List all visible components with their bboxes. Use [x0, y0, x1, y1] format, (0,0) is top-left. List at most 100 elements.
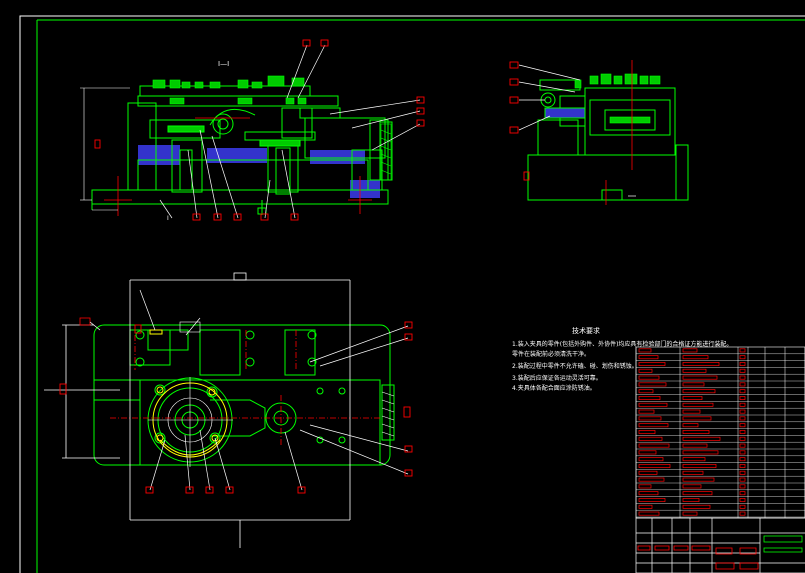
parts-list-qty-2: [739, 362, 746, 366]
parts-list-code-24: [638, 511, 660, 516]
plan-knurl: [381, 391, 395, 437]
parts-list-code-9: [638, 409, 655, 414]
side-centerlines: [605, 60, 633, 205]
parts-list-qty-14: [739, 443, 746, 448]
parts-list-qty-15: [739, 450, 746, 455]
technical-requirements: 技术要求 1.装入夹具的零件(包括外购件、外协件)均应具有检验部门的合格证方能进…: [512, 326, 732, 392]
parts-list-name-23: [682, 504, 711, 509]
parts-list-code-6: [638, 389, 654, 394]
parts-list-qty-12: [739, 430, 746, 434]
plan-white-parts: [148, 321, 233, 467]
parts-list-code-19: [638, 477, 665, 482]
front-top-details: [152, 75, 307, 105]
parts-list-name-11: [682, 423, 699, 428]
parts-list-qty-18: [739, 470, 746, 475]
parts-list-code-13: [638, 436, 663, 441]
parts-list-code-7: [638, 396, 661, 400]
parts-list-qty-8: [739, 402, 746, 407]
parts-list-qty-0: [739, 348, 746, 353]
parts-list-name-8: [682, 402, 714, 407]
parts-list-qty-22: [739, 498, 746, 502]
parts-list-qty-1: [739, 355, 746, 360]
parts-list-code-22: [638, 498, 666, 502]
tech-line-4: 3.装配后应保证各运动灵活可靠。: [512, 374, 602, 382]
parts-list-code-5: [638, 382, 667, 387]
parts-list-name-4: [682, 375, 718, 380]
tech-line-1: 1.装入夹具的零件(包括外购件、外协件)均应具有检验部门的合格证方能进行装配。: [512, 340, 732, 348]
front-balloons: [94, 39, 425, 221]
parts-list-qty-9: [739, 409, 746, 414]
parts-list-code-2: [638, 362, 666, 366]
parts-list-qty-3: [739, 368, 746, 373]
tech-line-5: 4.夹具体各配合面应涂防锈油。: [512, 384, 596, 392]
plan-centerlines: [110, 330, 380, 445]
parts-list-name-19: [682, 477, 715, 482]
parts-list-code-0: [638, 348, 652, 353]
parts-list-code-20: [638, 484, 652, 489]
parts-list-name-20: [682, 484, 702, 489]
parts-list-name-18: [682, 470, 704, 475]
inner-border: [36, 19, 805, 573]
parts-list-name-10: [682, 416, 712, 421]
front-centerlines: [104, 117, 372, 216]
parts-list-qty-17: [739, 464, 746, 468]
front-section-view: I—I: [80, 39, 425, 222]
side-outline: [527, 79, 689, 201]
parts-list-qty-5: [739, 382, 746, 387]
parts-list-qty-10: [739, 416, 746, 421]
parts-list-code-18: [638, 470, 658, 475]
parts-list-name-0: [682, 348, 698, 353]
drawing-frame: [19, 15, 805, 573]
parts-list-code-23: [638, 504, 653, 509]
parts-list-code-14: [638, 443, 670, 448]
section-label: I—I: [218, 60, 229, 68]
parts-list-name-5: [682, 382, 705, 387]
front-leaders: [159, 44, 421, 219]
front-dimension: [80, 87, 130, 211]
parts-list-code-10: [638, 416, 662, 421]
parts-list-qty-21: [739, 491, 746, 496]
parts-list-name-9: [682, 409, 701, 414]
plan-projection: [44, 272, 351, 548]
parts-list-code-15: [638, 450, 657, 455]
tech-line-2: 零件在装配前必须清洗干净。: [512, 350, 590, 358]
parts-list-qty-7: [739, 396, 746, 400]
side-leaders: [518, 64, 636, 197]
parts-list-name-22: [682, 498, 700, 502]
parts-list-name-17: [682, 464, 717, 468]
parts-list-name-13: [682, 436, 721, 441]
parts-list-code-12: [638, 430, 656, 434]
parts-list-code-21: [638, 491, 659, 496]
parts-list-code-17: [638, 464, 671, 468]
parts-list-name-16: [682, 457, 706, 462]
front-outline: [91, 85, 393, 215]
parts-list-code-8: [638, 402, 668, 407]
parts-list-qty-19: [739, 477, 746, 482]
parts-list-qty-11: [739, 423, 746, 428]
parts-list-qty-23: [739, 504, 746, 509]
parts-list-name-7: [682, 396, 703, 400]
parts-list-table: [635, 346, 805, 519]
parts-list-name-12: [682, 430, 710, 434]
parts-list-qty-20: [739, 484, 746, 489]
parts-list-code-4: [638, 375, 660, 380]
parts-list-code-3: [638, 368, 653, 373]
tech-title: 技术要求: [572, 326, 600, 335]
plan-view: [44, 272, 413, 548]
side-balloons: [509, 61, 530, 181]
parts-list-name-1: [682, 355, 709, 360]
parts-list-code-16: [638, 457, 664, 462]
parts-list-name-2: [682, 362, 720, 366]
parts-list-name-14: [682, 443, 708, 448]
plan-balloons: [59, 321, 413, 494]
parts-list-name-21: [682, 491, 713, 496]
parts-list-code-11: [638, 423, 669, 428]
parts-list-name-6: [682, 389, 716, 394]
parts-list-name-3: [682, 368, 707, 373]
side-view: [509, 60, 689, 205]
section-marker-front: I: [167, 215, 169, 222]
side-top-details: [574, 73, 661, 124]
parts-list-name-15: [682, 450, 719, 455]
parts-list-qty-16: [739, 457, 746, 462]
